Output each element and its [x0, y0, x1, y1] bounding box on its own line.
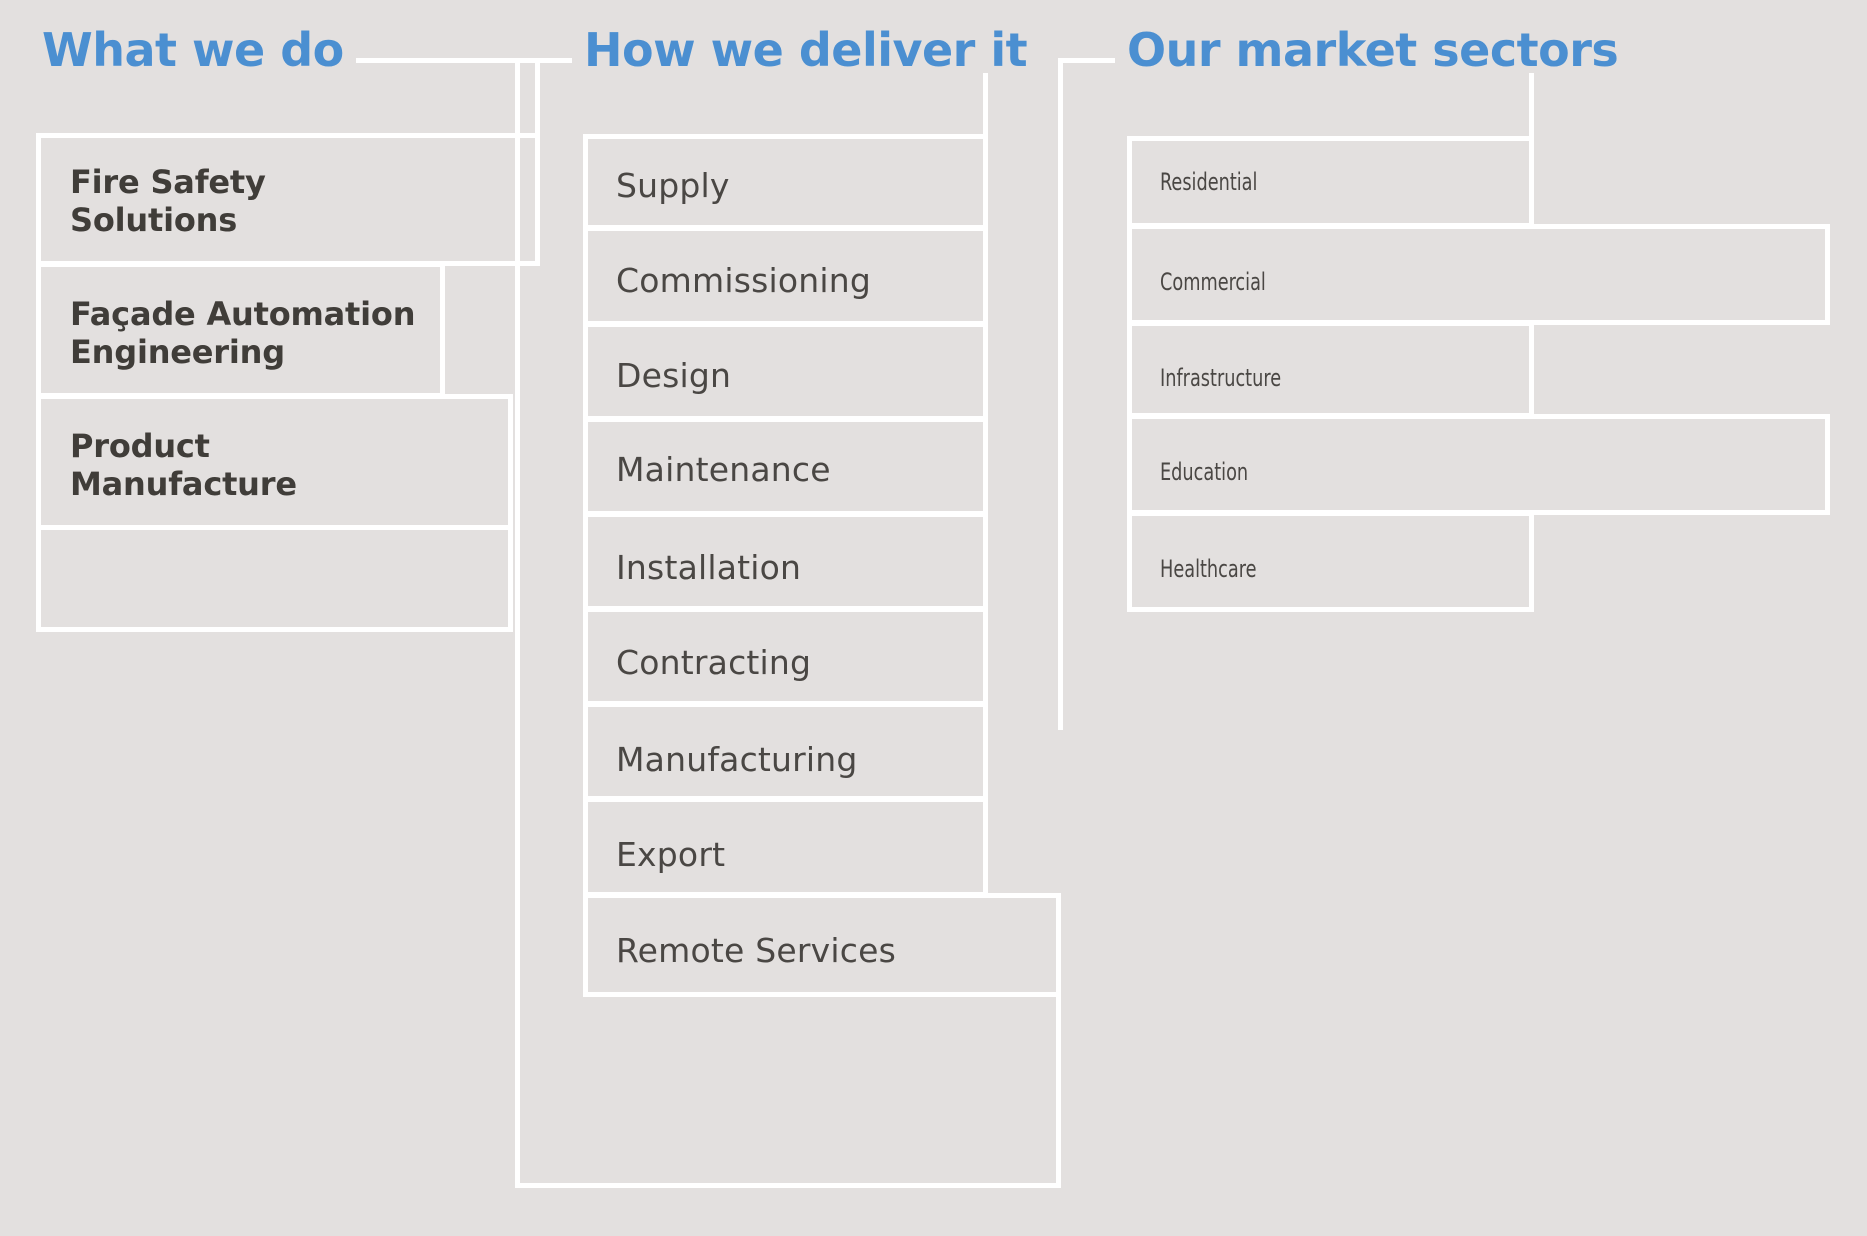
- col3-outer-right-upper-border: [1529, 58, 1534, 138]
- item-label-commercial: Commercial: [1160, 268, 1266, 296]
- item-label-infrastructure: Infrastructure: [1160, 364, 1282, 392]
- column-heading-how-we-deliver-it: How we deliver it: [572, 27, 1040, 73]
- col2-outer-bottom-border: [515, 1183, 1061, 1188]
- column-heading-what-we-do: What we do: [30, 27, 356, 73]
- item-label-contracting: Contracting: [616, 643, 812, 682]
- item-label-manufacturing: Manufacturing: [616, 740, 858, 779]
- item-box-product-manufacture[interactable]: [36, 394, 513, 530]
- item-label-remote-services: Remote Services: [616, 931, 896, 970]
- column-heading-our-market-sectors: Our market sectors: [1115, 27, 1631, 73]
- col2-outer-left-border: [515, 58, 520, 1188]
- item-box-healthcare[interactable]: [1127, 511, 1534, 612]
- item-label-export: Export: [616, 835, 726, 874]
- item-box-remote-services[interactable]: [583, 893, 1061, 997]
- item-label-residential: Residential: [1160, 168, 1258, 196]
- item-label-healthcare: Healthcare: [1160, 555, 1257, 583]
- item-label-facade-automation-engineering: Façade Automation Engineering: [70, 295, 416, 372]
- col1-outer-right-border: [535, 58, 540, 138]
- col1-outer-bottom-border: [36, 627, 513, 632]
- col2-outer-top-border-left: [515, 58, 578, 63]
- col2-outer-right-lower-border: [1056, 993, 1061, 1188]
- item-label-commissioning: Commissioning: [616, 261, 871, 300]
- item-label-maintenance: Maintenance: [616, 450, 831, 489]
- col3-outer-left-border: [1058, 58, 1063, 730]
- item-label-fire-safety-solutions: Fire Safety Solutions: [70, 163, 266, 240]
- col1-outer-top-border: [272, 58, 540, 63]
- col2-outer-right-upper-border: [983, 58, 988, 138]
- item-label-supply: Supply: [616, 166, 730, 205]
- item-label-installation: Installation: [616, 548, 802, 587]
- item-label-education: Education: [1160, 458, 1249, 486]
- item-label-product-manufacture: Product Manufacture: [70, 427, 297, 504]
- col3-outer-top-border-left: [1058, 58, 1120, 63]
- item-label-design: Design: [616, 356, 732, 395]
